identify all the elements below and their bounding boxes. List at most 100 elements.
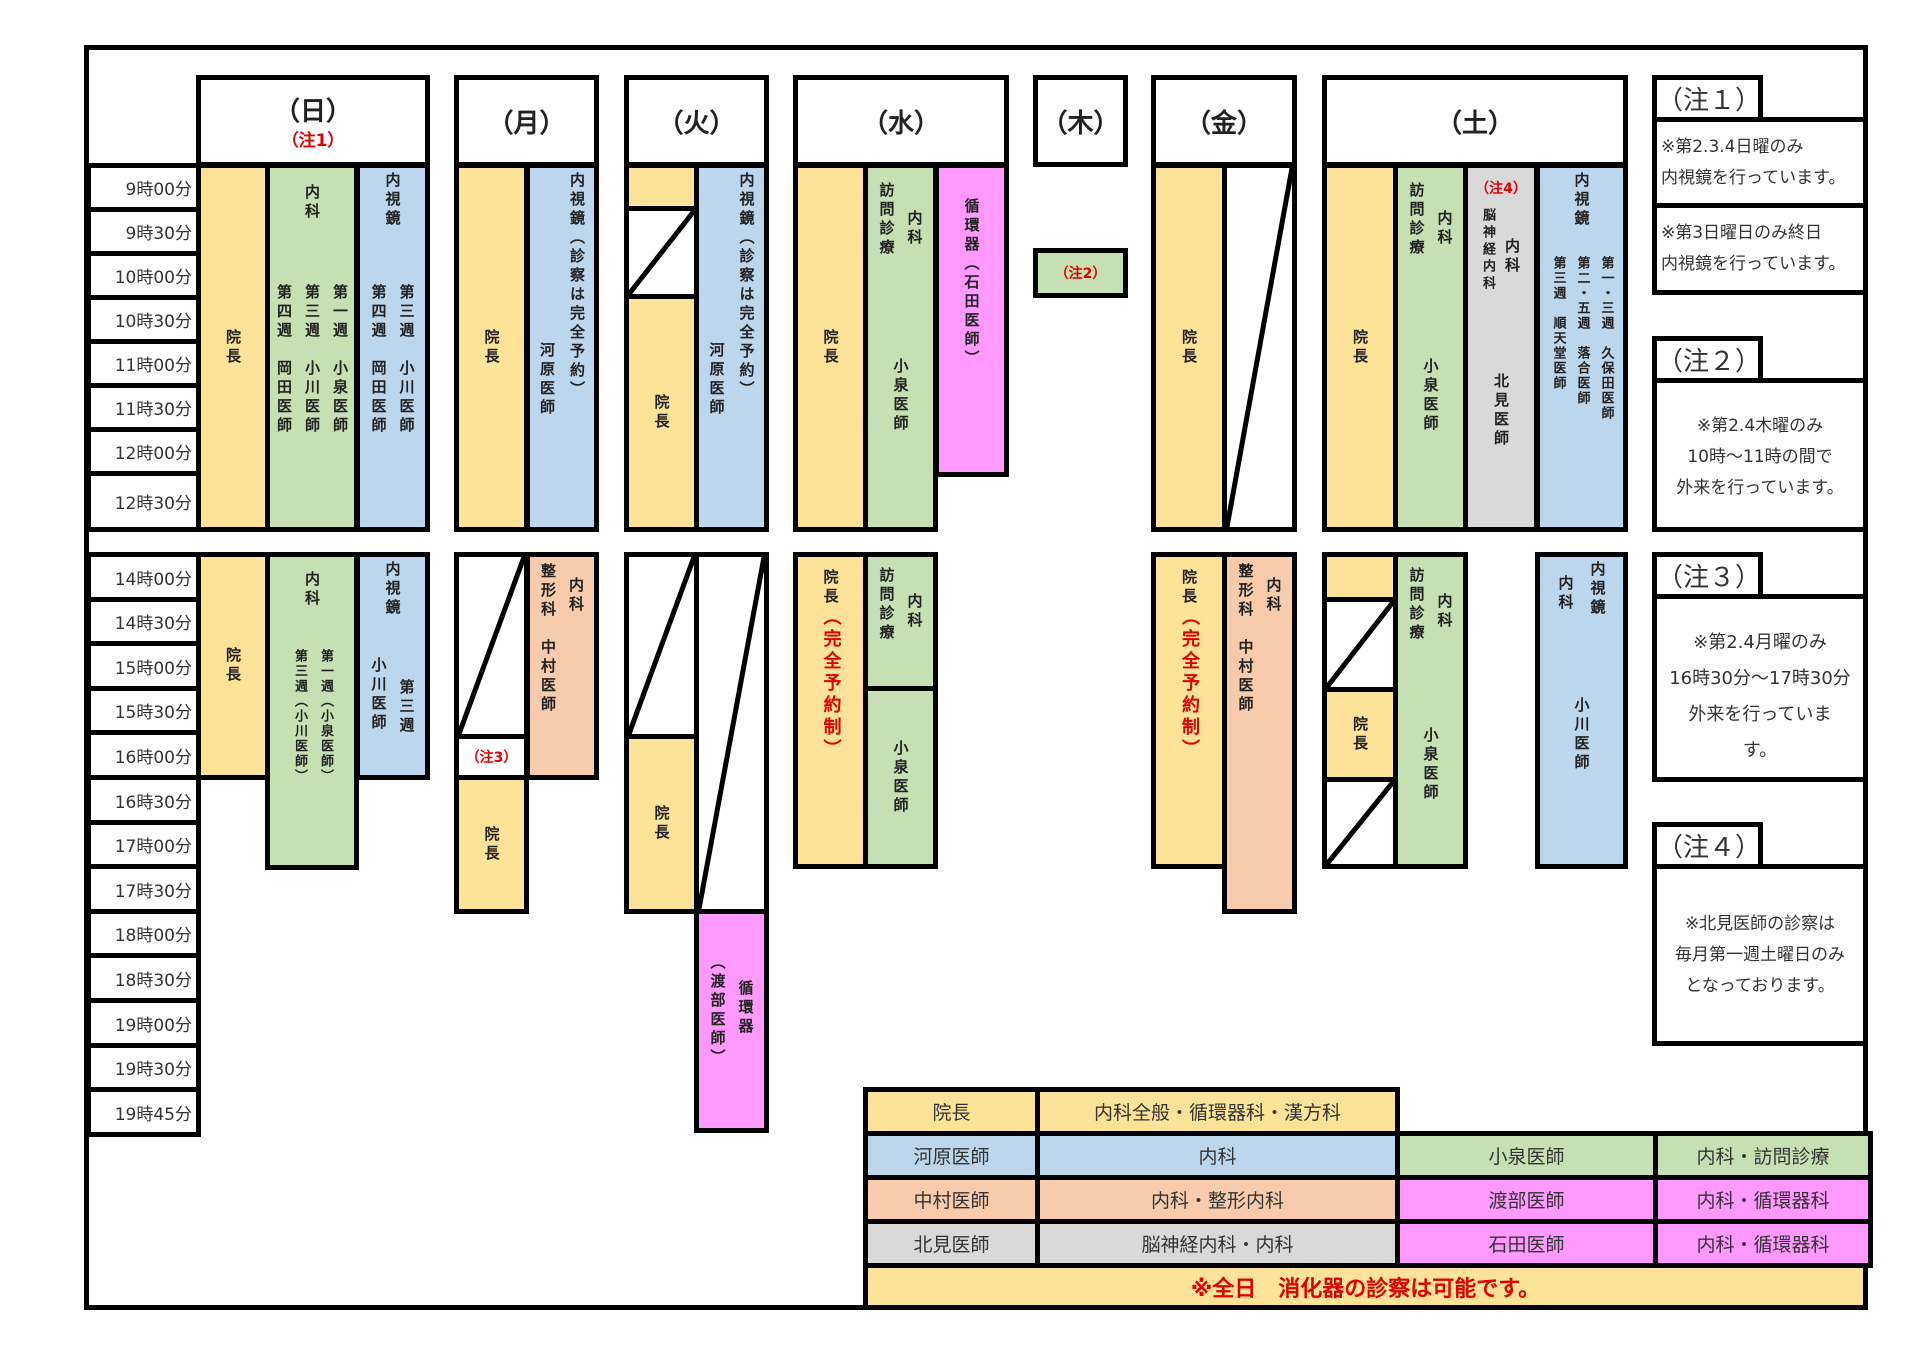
slot-wed-am-cardio: 循環器（石田医師） bbox=[934, 163, 1009, 477]
slot-wed-pm-visit: 内科 訪問診療 bbox=[863, 552, 938, 691]
slot-col: 訪問診療 bbox=[877, 567, 896, 643]
slot-doctor: 小泉医師 bbox=[891, 739, 910, 816]
time-slot: 12時00分 bbox=[86, 427, 201, 476]
slot-doctor: 小泉医師 bbox=[1421, 358, 1440, 434]
slot-tue-am-director-early bbox=[624, 163, 699, 211]
slot-sat-pm-director: 院長 bbox=[1322, 687, 1398, 782]
note2-tab: （注２） bbox=[1652, 336, 1763, 383]
time-slot: 19時45分 bbox=[86, 1087, 201, 1138]
note-line: 内視鏡を行っています。 bbox=[1661, 254, 1846, 274]
time-slot: 15時00分 bbox=[86, 641, 201, 692]
slot-fri-am-closed bbox=[1222, 163, 1297, 532]
slot-sat-am-endoscopy: 内視鏡 第一・三週 久保田医師 第二・五週 落合医師 第三週 順天堂医師 bbox=[1535, 163, 1628, 532]
slot-label: 院長 bbox=[652, 805, 671, 843]
slot-doctor: 小川医師 bbox=[1572, 697, 1591, 773]
legend-department: 内科 bbox=[1035, 1131, 1400, 1180]
slot-col: 内科 bbox=[1435, 210, 1454, 248]
note-line: す。 bbox=[1742, 740, 1778, 761]
note-line: 外来を行っていま bbox=[1688, 704, 1832, 725]
slot-col: 内科 bbox=[1503, 238, 1521, 276]
legend-doctor: 院長 bbox=[863, 1087, 1040, 1136]
note-line: となっております。 bbox=[1685, 976, 1835, 996]
slot-col: 第三週 小川医師 bbox=[397, 284, 416, 436]
slot-col: 河原医師 bbox=[707, 342, 726, 418]
slot-fri-pm-director: 院長 （完全予約制） bbox=[1151, 552, 1227, 869]
slot-col: 第四週 岡田医師 bbox=[369, 284, 388, 436]
slot-label: 循環器（石田医師） bbox=[962, 198, 981, 369]
legend-department: 内科・循環器科 bbox=[1653, 1175, 1873, 1224]
slot-head: 内視鏡 bbox=[1572, 172, 1591, 229]
slot-label: 院長 bbox=[1180, 569, 1198, 607]
slot-mon-pm-note3[interactable]: （注3） bbox=[454, 734, 529, 780]
time-slot: 9時00分 bbox=[86, 163, 201, 212]
time-slot: 10時30分 bbox=[86, 295, 201, 344]
slot-col: 訪問診療 bbox=[1407, 567, 1426, 643]
slot-col: 第二・五週 落合医師 bbox=[1574, 256, 1590, 406]
slot-col: 第一週（小泉医師） bbox=[318, 649, 333, 784]
note-line: ※北見医師の診察は bbox=[1684, 914, 1836, 934]
slot-sun-am-naika: 内科 第一週 小泉医師 第三週 小川医師 第四週 岡田医師 bbox=[265, 163, 359, 532]
slot-label: 院長 bbox=[821, 328, 840, 367]
slot-col: 第三週 bbox=[397, 679, 416, 736]
legend-department: 内科全般・循環器科・漢方科 bbox=[1035, 1087, 1400, 1136]
slot-fri-pm-ortho: 内科 整形科 中村医師 bbox=[1222, 552, 1297, 914]
closed-slash-icon bbox=[629, 557, 694, 734]
slot-sun-pm-naika: 内科 第一週（小泉医師） 第三週（小川医師） bbox=[265, 552, 359, 870]
day-header-sat: （土） bbox=[1322, 75, 1628, 167]
note3-tab: （注３） bbox=[1652, 552, 1763, 599]
slot-col: 第三週（小川医師） bbox=[292, 649, 307, 784]
legend-doctor: 北見医師 bbox=[863, 1219, 1040, 1268]
legend-footer-note: ※全日 消化器の診察は可能です。 bbox=[863, 1263, 1868, 1310]
slot-doctor: 小泉医師 bbox=[1421, 727, 1440, 803]
slot-label: 院長 bbox=[1351, 328, 1369, 367]
note2-body: ※第2.4木曜のみ 10時～11時の間で 外来を行っています。 bbox=[1652, 378, 1868, 532]
time-slot: 9時30分 bbox=[86, 207, 201, 256]
slot-col: 訪問診療 bbox=[1407, 182, 1426, 258]
slot-thu-note2[interactable]: （注2） bbox=[1033, 248, 1128, 298]
slot-col: 循環器 bbox=[736, 980, 755, 1037]
note-line: 毎月第一週土曜日のみ bbox=[1675, 945, 1845, 965]
time-slot: 15時30分 bbox=[86, 685, 201, 736]
slot-col: 訪問診療 bbox=[877, 182, 896, 258]
time-slot: 14時00分 bbox=[86, 552, 201, 602]
slot-wed-am-visit: 内科 訪問診療 小泉医師 bbox=[863, 163, 938, 532]
slot-tue-pm-closed-2 bbox=[694, 552, 769, 914]
day-label: （水） bbox=[861, 108, 940, 139]
day-header-tue: （火） bbox=[624, 75, 769, 167]
reservation-only-label: （完全予約制） bbox=[820, 607, 842, 761]
slot-mon-am-endoscopy: 内視鏡（診察は完全予約） 河原医師 bbox=[525, 163, 599, 532]
slot-col: 内科 bbox=[1435, 593, 1454, 631]
day-header-mon: （月） bbox=[454, 75, 599, 167]
slot-col: 河原医師 bbox=[538, 342, 556, 418]
day-note: （注1） bbox=[281, 131, 345, 151]
day-header-thu: （木） bbox=[1033, 75, 1128, 167]
time-slot: 17時00分 bbox=[86, 819, 201, 870]
time-slot: 19時00分 bbox=[86, 998, 201, 1048]
note4-tab: （注４） bbox=[1652, 822, 1763, 869]
legend-department: 内科・訪問診療 bbox=[1653, 1131, 1873, 1180]
slot-sat-pm-visit: 内科 訪問診療 小泉医師 bbox=[1393, 552, 1468, 869]
day-header-fri: （金） bbox=[1151, 75, 1297, 167]
slot-label: 院長 bbox=[224, 328, 242, 367]
time-slot: 16時00分 bbox=[86, 730, 201, 781]
note-line: ※第2.4月曜のみ bbox=[1693, 632, 1827, 653]
slot-tue-pm-cardio: 循環器 （渡部医師） bbox=[694, 909, 769, 1133]
slot-col: （渡部医師） bbox=[708, 954, 727, 1068]
slot-col: 内科 bbox=[1556, 575, 1575, 613]
note-line: 内視鏡を行っています。 bbox=[1661, 168, 1846, 188]
day-label: （月） bbox=[487, 108, 566, 139]
slot-col: 整形科 中村医師 bbox=[1236, 563, 1255, 715]
slot-head: 内視鏡 bbox=[383, 561, 402, 618]
note-line: ※第2.4木曜のみ bbox=[1696, 416, 1824, 436]
slot-sun-pm-endoscopy: 内視鏡 第三週 小川医師 bbox=[355, 552, 430, 780]
slot-col: 脳神経内科 bbox=[1480, 208, 1495, 293]
note-line: ※第2.3.4日曜のみ bbox=[1661, 137, 1804, 157]
slot-label: 院長 bbox=[224, 647, 242, 685]
slot-mon-pm-ortho: 内科 整形科 中村医師 bbox=[525, 552, 599, 780]
slot-label: 院長 bbox=[821, 569, 840, 607]
slot-col: 整形科 中村医師 bbox=[539, 563, 557, 715]
note-ref: （注3） bbox=[465, 750, 518, 766]
slot-col: 内科 bbox=[567, 577, 585, 615]
note-title: （注４） bbox=[1657, 833, 1762, 863]
legend-doctor: 河原医師 bbox=[863, 1131, 1040, 1180]
